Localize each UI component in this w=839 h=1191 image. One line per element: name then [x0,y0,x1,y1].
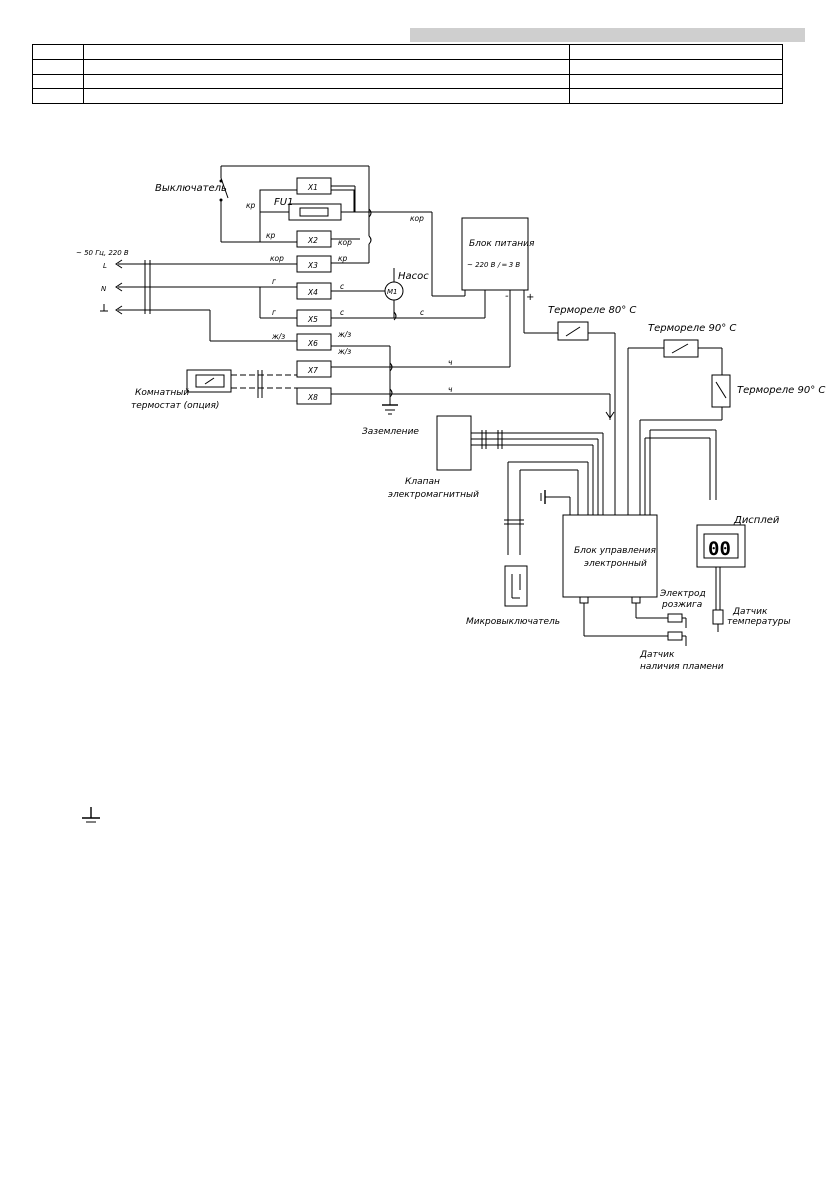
terminal-label: X2 [307,236,318,245]
earth-symbol-icon [82,807,100,823]
solenoid-valve [436,415,472,471]
mains-label: ~ 50 Гц, 220 В [76,249,129,257]
wire-code: ч [448,385,453,394]
temp-sensor-label: температуры [727,617,791,627]
thermorelay-90-right [711,374,731,408]
header-bar [410,28,805,42]
flame-sensor-label: наличия пламени [640,662,724,672]
switch-label: Выключатель [155,183,227,194]
terminal-label: X7 [307,366,318,375]
display-value: 00 [708,538,731,560]
ignition-electrode [667,613,683,623]
room-thermostat-label: Комнатный [135,388,189,398]
display-label: Дисплей [733,515,780,526]
earth-icon [100,304,108,312]
header-table [32,44,783,104]
wire-code: ж/з [337,347,351,356]
display [696,524,746,568]
microswitch-label: Микровыключатель [466,617,560,627]
thermorelay-80-label: Термореле 80° С [548,305,636,316]
wire-code: ж/з [271,332,285,341]
valve-label: Клапан [405,477,440,487]
fuse-icon [299,207,329,217]
fuse-label: FU1 [274,197,293,208]
electrode-label: Электрод [659,589,706,599]
flame-sensor-label: Датчик [639,650,675,660]
room-thermostat-label: термостат (опция) [131,401,219,411]
control-unit-label: Блок управления [574,546,656,556]
power-supply-label: ~ 220 В / ═ 3 В [467,261,520,269]
ground-icon [382,404,398,415]
thermorelay-90-label: Термореле 90° С [648,323,736,334]
control-unit-label: электронный [584,559,647,569]
table-row [32,73,783,90]
wire-code: кр [338,254,348,263]
terminal-x8 [296,387,332,405]
electrode-label: розжига [661,600,702,610]
wire-code: с [420,308,425,317]
ground-label: Заземление [362,427,419,437]
thermorelay-90-label: Термореле 90° С [737,385,825,396]
wire-code: ж/з [337,330,351,339]
wire-code: кр [266,231,276,240]
microswitch [504,565,528,607]
wire-code: с [340,308,345,317]
wire-code: с [340,282,345,291]
valve-label: электромагнитный [388,490,479,500]
table-row [32,88,783,104]
terminal-x6 [296,333,332,351]
wire-code: г [272,277,276,286]
minus-label: - [505,291,509,302]
switch [219,165,369,243]
wire-code: кор [270,254,284,263]
motor-label: M1 [387,288,398,296]
plus-label: + [526,292,534,303]
table-row [32,58,783,75]
wire-code: ч [448,358,453,367]
power-supply [461,217,529,291]
terminal-label: X8 [307,393,318,402]
power-supply-label: Блок питания [469,239,535,249]
wire-code: кр [246,201,256,210]
neutral-label: N [101,285,107,293]
phase-label: L [103,262,107,270]
wire-code: г [272,308,276,317]
temperature-sensor [712,609,724,632]
thermorelay-90-top [663,339,699,358]
wire-code: кор [338,238,352,247]
wire-code: кор [410,214,424,223]
thermorelay-80 [557,321,589,341]
terminal-label: X1 [307,183,318,192]
mains-lines [115,259,297,342]
pump-label: Насос [398,271,429,282]
terminal-label: X5 [307,315,318,324]
terminal-x7 [296,360,332,378]
room-thermostat [186,369,297,398]
terminal-label: X4 [307,288,318,297]
terminal-label: X3 [307,261,318,270]
temp-sensor-label: Датчик [732,607,768,617]
terminal-label: X6 [307,339,318,348]
fuse-block [259,177,466,297]
flame-sensor [667,631,683,641]
